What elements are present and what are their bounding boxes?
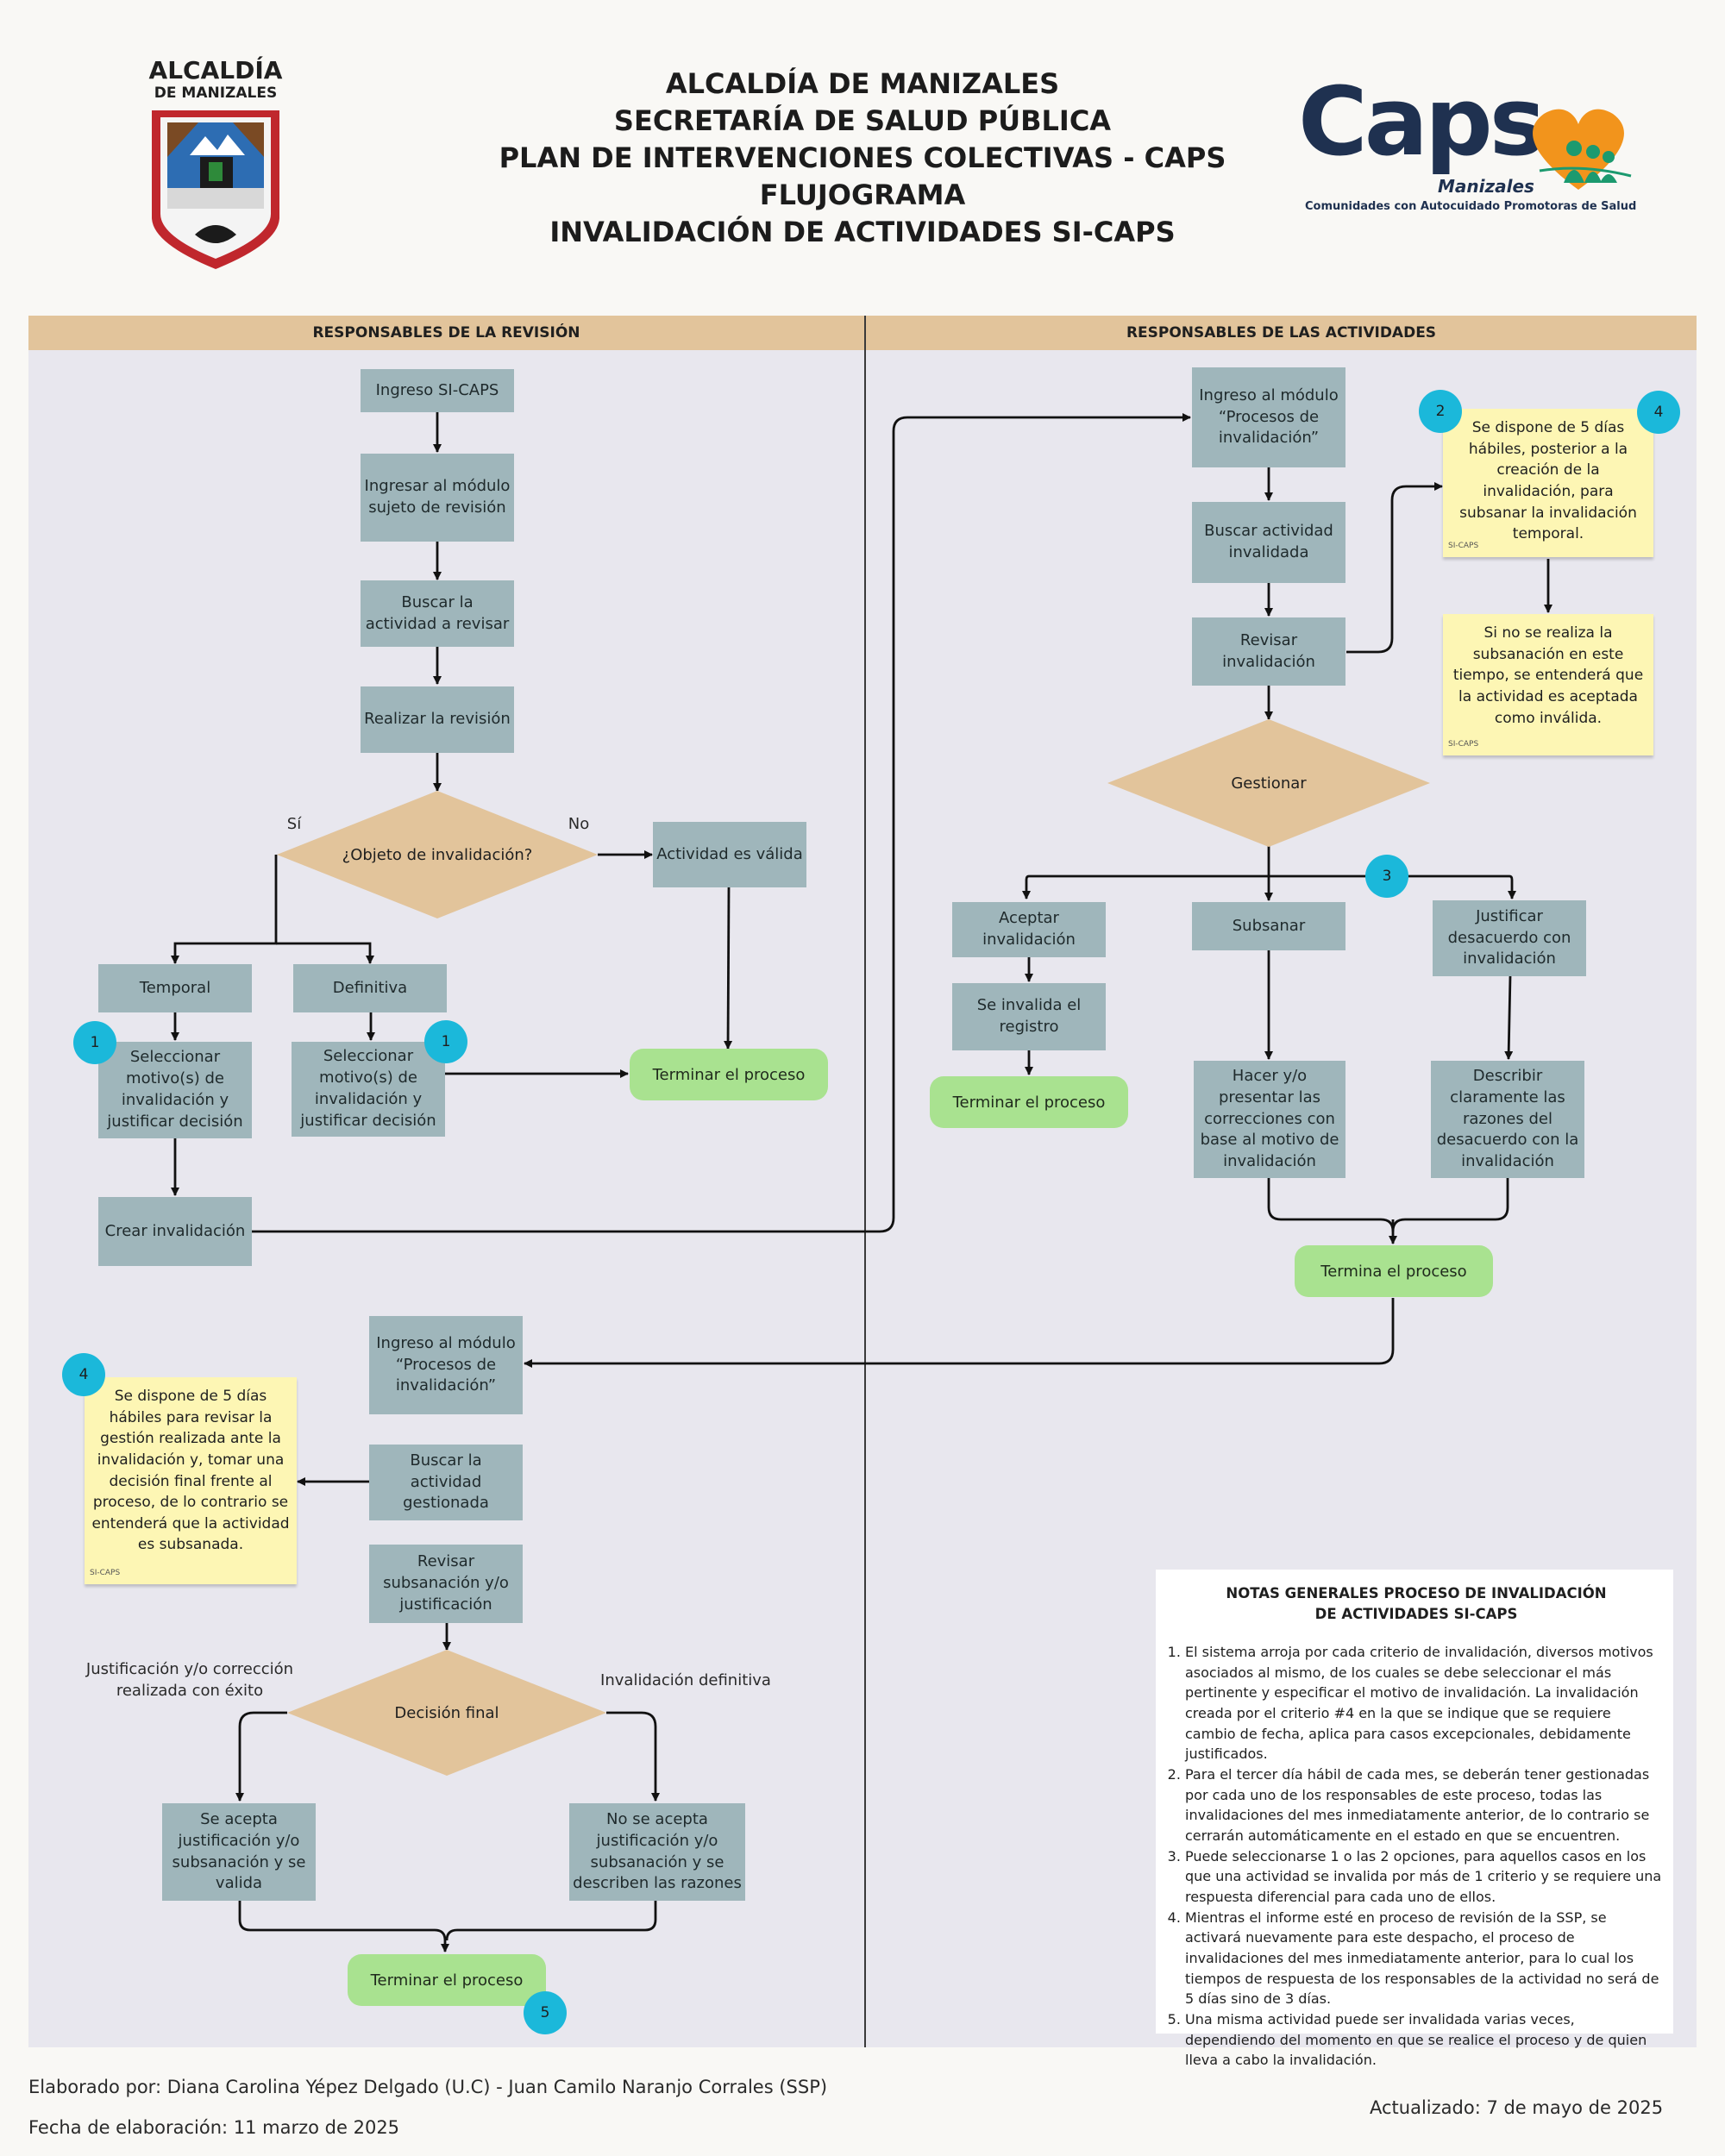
header-title-line-3: PLAN DE INTERVENCIONES COLECTIVAS - CAPS xyxy=(499,141,1226,174)
lane-right-header: RESPONSABLES DE LAS ACTIVIDADES xyxy=(866,316,1697,350)
badge-1-definitiva: 1 xyxy=(424,1020,467,1063)
caps-logo-sub: Manizales xyxy=(1438,176,1534,197)
footer-fecha: Fecha de elaboración: 11 marzo de 2025 xyxy=(28,2117,400,2138)
decision-final-shape xyxy=(287,1650,606,1776)
sticky-note-revision-plazo-text: Se dispone de 5 días hábiles para revisa… xyxy=(91,1388,290,1554)
lane-divider xyxy=(864,316,866,2047)
footer-elaborado: Elaborado por: Diana Carolina Yépez Delg… xyxy=(28,2077,828,2097)
process-no-se-acepta: No se acepta justificación y/o subsanaci… xyxy=(569,1803,745,1901)
general-note-item: El sistema arroja por cada criterio de i… xyxy=(1185,1642,1665,1764)
badge-4-right: 4 xyxy=(1637,391,1680,434)
process-se-acepta: Se acepta justificación y/o subsanación … xyxy=(162,1803,316,1901)
sticky-note-tag: SI-CAPS xyxy=(1448,739,1479,749)
sticky-note-tag: SI-CAPS xyxy=(1448,541,1479,550)
decision-gestionar-shape xyxy=(1107,719,1430,847)
process-hacer-correcciones: Hacer y/o presentar las correcciones con… xyxy=(1194,1061,1346,1178)
general-note-item: Para el tercer día hábil de cada mes, se… xyxy=(1185,1764,1665,1846)
general-notes-list: El sistema arroja por cada criterio de i… xyxy=(1168,1642,1665,2071)
header-title-line-2: SECRETARÍA DE SALUD PÚBLICA xyxy=(613,104,1112,137)
coat-of-arms-icon xyxy=(152,110,279,269)
alcaldia-logo-line1: ALCALDÍA xyxy=(148,56,283,85)
general-notes-title-line2: DE ACTIVIDADES SI-CAPS xyxy=(1314,1605,1518,1622)
badge-2: 2 xyxy=(1419,390,1462,433)
process-revisar-subsanacion: Revisar subsanación y/o justificación xyxy=(369,1545,523,1623)
caps-logo-word: Caps xyxy=(1298,66,1546,177)
general-notes-title: NOTAS GENERALES PROCESO DE INVALIDACIÓN … xyxy=(1168,1583,1665,1625)
process-se-invalida-registro: Se invalida el registro xyxy=(952,983,1106,1050)
sticky-note-aceptada-invalida: Si no se realiza la subsanación en este … xyxy=(1443,614,1653,755)
process-ingreso-modulo-bottom: Ingreso al módulo “Procesos de invalidac… xyxy=(369,1316,523,1414)
general-note-item: Puede seleccionarse 1 o las 2 opciones, … xyxy=(1185,1846,1665,1908)
terminal-termina-proceso: Termina el proceso xyxy=(1295,1245,1493,1297)
alcaldia-logo: ALCALDÍA DE MANIZALES xyxy=(138,59,293,274)
decision-final-label: Decisión final xyxy=(394,1703,499,1722)
terminal-terminar-proceso-bottom: Terminar el proceso xyxy=(348,1954,546,2006)
general-notes-panel: NOTAS GENERALES PROCESO DE INVALIDACIÓN … xyxy=(1156,1570,1673,2068)
sticky-note-subsanar-plazo-text: Se dispone de 5 días hábiles, posterior … xyxy=(1459,419,1637,543)
decision-final-right-label: Invalidación definitiva xyxy=(600,1671,771,1689)
process-temporal: Temporal xyxy=(98,964,252,1012)
badge-1-temporal: 1 xyxy=(73,1021,116,1064)
process-revisar-invalidacion: Revisar invalidación xyxy=(1192,617,1346,686)
process-buscar-actividad-gestionada: Buscar la actividad gestionada xyxy=(369,1445,523,1520)
process-definitiva: Definitiva xyxy=(293,964,447,1012)
process-realizar-revision: Realizar la revisión xyxy=(361,686,514,753)
process-buscar-actividad: Buscar la actividad a revisar xyxy=(361,580,514,647)
decision-yes-label: Sí xyxy=(286,815,302,833)
process-aceptar-invalidacion: Aceptar invalidación xyxy=(952,902,1106,957)
general-note-item: Mientras el informe esté en proceso de r… xyxy=(1185,1908,1665,2009)
header-title-line-5: INVALIDACIÓN DE ACTIVIDADES SI-CAPS xyxy=(549,216,1176,248)
decision-objeto-label: ¿Objeto de invalidación? xyxy=(342,845,533,864)
alcaldia-logo-line2: DE MANIZALES xyxy=(154,85,278,102)
sticky-note-subsanar-plazo: Se dispone de 5 días hábiles, posterior … xyxy=(1443,409,1653,557)
process-buscar-actividad-invalidada: Buscar actividad invalidada xyxy=(1192,502,1346,583)
general-note-item: Una misma actividad puede ser invalidada… xyxy=(1185,2009,1665,2071)
caps-logo: Caps Manizales Comunidades con Autocuida… xyxy=(1298,74,1643,224)
heart-people-icon xyxy=(1533,109,1632,190)
decision-objeto-shape xyxy=(277,791,598,918)
badge-3: 3 xyxy=(1365,855,1408,898)
footer-actualizado: Actualizado: 7 de mayo de 2025 xyxy=(1370,2097,1664,2118)
process-seleccionar-motivo-temporal: Seleccionar motivo(s) de invalidación y … xyxy=(98,1042,252,1138)
process-seleccionar-motivo-definitiva: Seleccionar motivo(s) de invalidación y … xyxy=(292,1042,445,1137)
sticky-note-aceptada-invalida-text: Si no se realiza la subsanación en este … xyxy=(1452,624,1644,727)
process-subsanar: Subsanar xyxy=(1192,902,1346,950)
badge-5: 5 xyxy=(524,1991,567,2034)
sticky-note-tag: SI-CAPS xyxy=(90,1568,121,1577)
general-notes-title-line1: NOTAS GENERALES PROCESO DE INVALIDACIÓN xyxy=(1226,1585,1607,1601)
process-ingreso-si-caps: Ingreso SI-CAPS xyxy=(361,369,514,412)
decision-no-label: No xyxy=(568,815,590,833)
process-ingresar-modulo: Ingresar al módulo sujeto de revisión xyxy=(361,454,514,542)
decision-gestionar-label: Gestionar xyxy=(1231,774,1307,793)
decision-final-left-label: Justificación y/o corrección realizada c… xyxy=(85,1660,294,1700)
terminal-terminar-proceso-left: Terminar el proceso xyxy=(630,1049,828,1100)
terminal-terminar-proceso-right: Terminar el proceso xyxy=(930,1076,1128,1128)
process-justificar-desacuerdo: Justificar desacuerdo con invalidación xyxy=(1433,900,1586,976)
header-title-line-1: ALCALDÍA DE MANIZALES xyxy=(665,67,1060,100)
process-describir-desacuerdo: Describir claramente las razones del des… xyxy=(1431,1061,1584,1178)
sticky-note-revision-plazo: Se dispone de 5 días hábiles para revisa… xyxy=(85,1377,297,1584)
header-title-line-4: FLUJOGRAMA xyxy=(759,179,966,211)
lane-left-header: RESPONSABLES DE LA REVISIÓN xyxy=(28,316,864,350)
badge-4-left: 4 xyxy=(62,1353,105,1396)
caps-logo-tagline: Comunidades con Autocuidado Promotoras d… xyxy=(1305,200,1637,213)
process-crear-invalidacion: Crear invalidación xyxy=(98,1197,252,1266)
process-actividad-valida: Actividad es válida xyxy=(653,822,806,887)
process-ingreso-modulo-right: Ingreso al módulo “Procesos de invalidac… xyxy=(1192,367,1346,467)
